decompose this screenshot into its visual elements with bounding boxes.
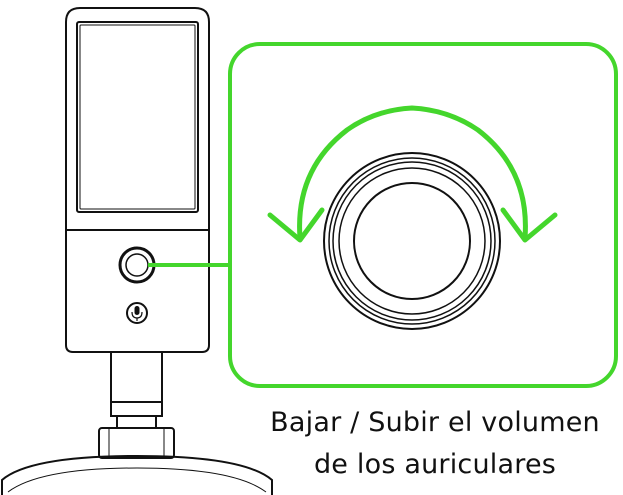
arrow-rotate-right-icon xyxy=(500,207,558,243)
microphone-mute-icon xyxy=(126,302,148,324)
callout-box xyxy=(228,42,618,388)
rotation-arrows xyxy=(267,105,558,243)
rotation-arc xyxy=(297,105,528,241)
caption: Bajar / Subir el volumen de los auricula… xyxy=(250,402,620,486)
headphone-volume-knob xyxy=(323,152,501,330)
caption-line-2: de los auriculares xyxy=(313,449,557,480)
caption-line-1: Bajar / Subir el volumen xyxy=(270,407,600,438)
microphone-body xyxy=(65,7,210,353)
callout xyxy=(148,42,618,388)
arrow-rotate-left-icon xyxy=(267,207,325,243)
microphone-stand xyxy=(0,351,273,495)
